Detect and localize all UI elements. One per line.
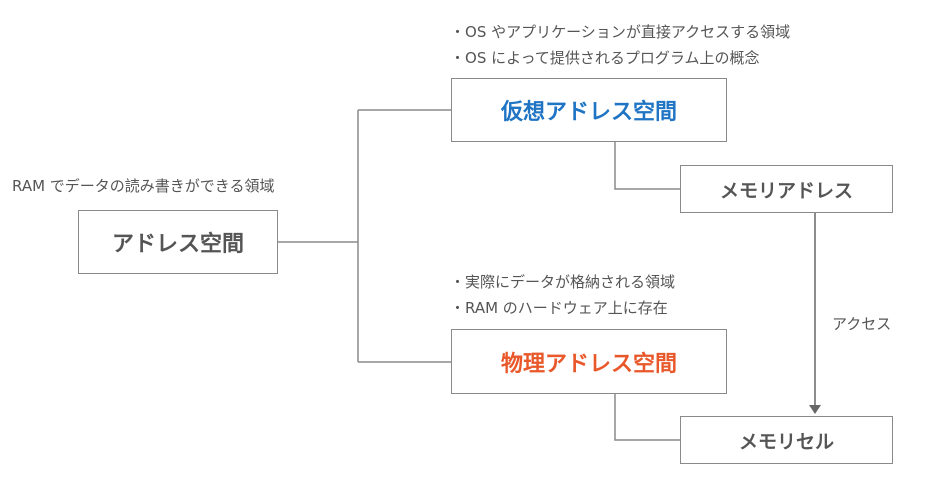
physical-note-2: RAM のハードウェア上に存在 <box>450 296 668 320</box>
access-label: アクセス <box>832 315 892 333</box>
physical-note-1: 実際にデータが格納される領域 <box>450 270 675 294</box>
physical-to-cell <box>614 394 680 441</box>
memory-address-box: メモリアドレス <box>680 165 893 213</box>
virtual-to-address <box>614 142 680 190</box>
access-arrow-head <box>809 405 821 414</box>
root-caption: RAM でデータの読み書きができる領域 <box>12 177 275 195</box>
virtual-address-space-label: 仮想アドレス空間 <box>500 100 677 125</box>
physical-address-space-label: 物理アドレス空間 <box>500 351 677 377</box>
address-space-label: アドレス空間 <box>111 232 244 257</box>
physical-address-space-box: 物理アドレス空間 <box>451 329 727 394</box>
memory-address-label: メモリアドレス <box>719 179 853 202</box>
virtual-note-2: OS によって提供されるプログラム上の概念 <box>450 46 759 70</box>
virtual-note-1: OS やアプリケーションが直接アクセスする領域 <box>450 20 790 44</box>
virtual-address-space-box: 仮想アドレス空間 <box>451 78 727 142</box>
memory-cell-box: メモリセル <box>680 416 893 464</box>
memory-cell-label: メモリセル <box>738 430 834 453</box>
address-space-box: アドレス空間 <box>78 210 278 274</box>
